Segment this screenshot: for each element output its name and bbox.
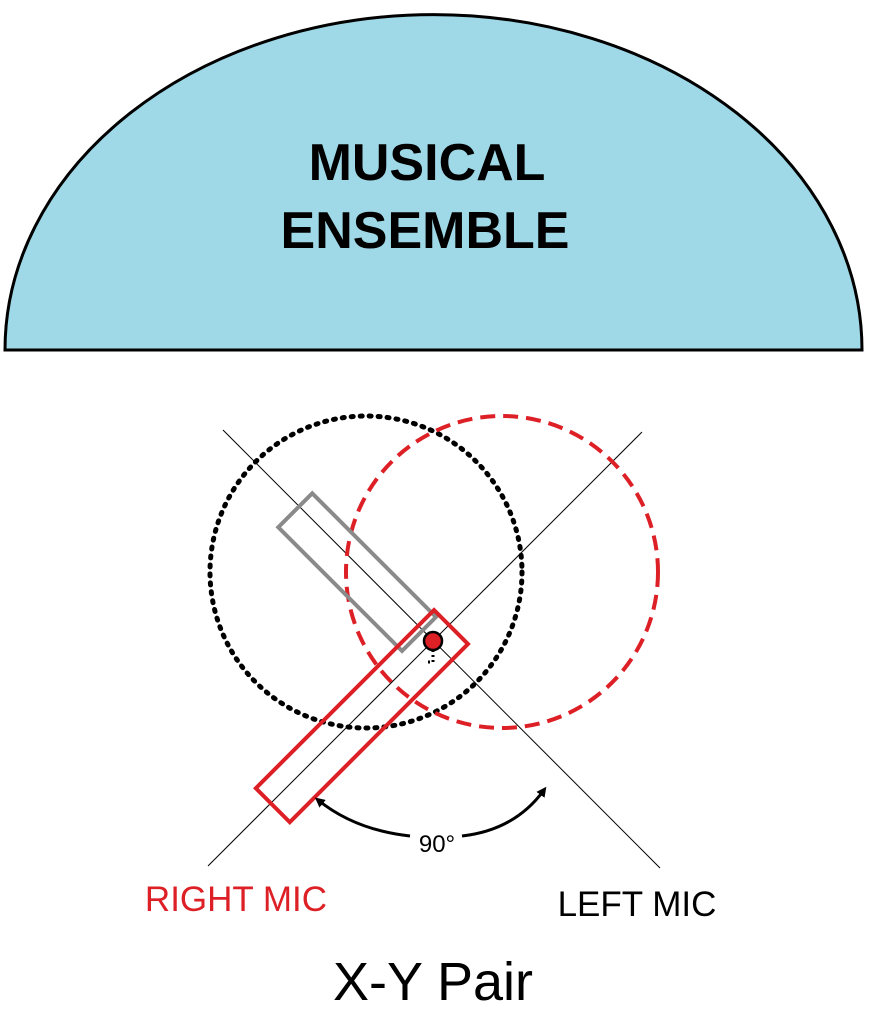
ensemble-dome bbox=[3, 13, 864, 352]
right-mic-pickup-pattern bbox=[344, 414, 660, 730]
angle-arc-left bbox=[314, 797, 411, 838]
pivot-dotted-leader bbox=[426, 650, 435, 664]
left-mic-axis-line bbox=[222, 429, 661, 869]
right-mic-label: RIGHT MIC bbox=[145, 880, 327, 919]
angle-arc-right bbox=[461, 786, 547, 838]
right-mic-axis-line bbox=[207, 431, 643, 867]
angle-label: 90° bbox=[419, 831, 455, 858]
right-mic-body bbox=[253, 607, 471, 825]
ensemble-label-line1: MUSICAL bbox=[309, 134, 546, 192]
pivot-point bbox=[422, 630, 444, 652]
left-mic-pickup-pattern bbox=[207, 413, 525, 731]
diagram-caption: X-Y Pair bbox=[333, 952, 533, 1012]
left-mic-label: LEFT MIC bbox=[558, 885, 717, 924]
ensemble-label-line2: ENSEMBLE bbox=[281, 202, 570, 260]
left-mic-body bbox=[275, 490, 439, 654]
